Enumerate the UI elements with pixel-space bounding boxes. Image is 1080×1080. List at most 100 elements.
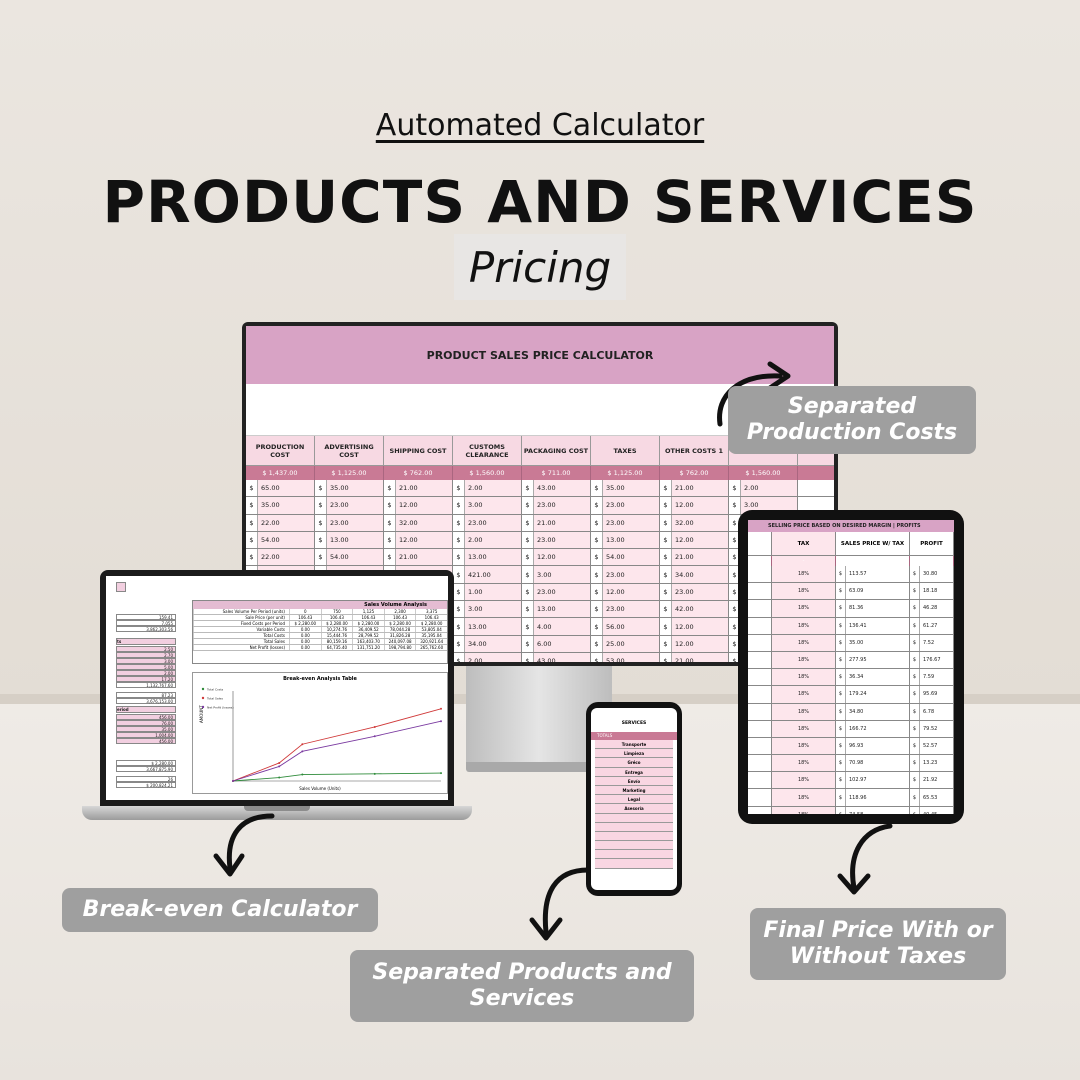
table-cell: $13.00 [453,618,522,635]
table-row: 18%$102.97$21.92 [748,772,954,790]
table-cell: $35.00 [591,480,660,497]
currency-sign: $ [660,480,672,497]
tax-cell: 18% [772,566,836,583]
table-cell: Total Costs [193,633,289,638]
tablet-column-header: PROFIT [910,532,954,555]
table-cell: $ 2,280.00 [289,621,321,626]
currency-sign: $ [453,549,465,566]
tablet-screen: SELLING PRICE BASED ON DESIRED MARGIN | … [748,520,954,814]
profit-cell: $13.23 [910,755,954,772]
cell-value: 23.00 [675,587,694,596]
table-cell: $12.00 [660,618,729,635]
table-cell [748,806,772,814]
price-value: 113.57 [849,571,867,578]
summary-value: 87.23 [116,692,176,698]
currency-sign: $ [660,497,672,514]
price-cell: $70.98 [836,755,910,772]
table-row: 18%$36.34$7.59 [748,669,954,687]
data-point [301,773,304,776]
currency-sign: $ [660,601,672,618]
currency-sign: $ [910,806,920,814]
service-item [595,859,673,869]
profit-cell: $7.52 [910,634,954,651]
section-label: ts [116,638,176,645]
summary-value: 2.50 [116,646,176,652]
currency-sign: $ [836,651,846,669]
currency-sign: $ [591,549,603,566]
currency-sign: $ [910,686,920,703]
currency-sign: $ [910,755,920,772]
series-line [232,720,442,782]
currency-sign: $ [522,497,534,514]
data-point [278,776,281,779]
currency-sign: $ [660,566,672,583]
summary-value: 3.00 [116,658,176,664]
price-value: 35.00 [849,639,864,646]
table-cell: 131,751.20 [352,645,384,650]
series-line [232,772,442,782]
price-cell: $96.93 [836,737,910,755]
cell-value: 21.00 [675,553,694,562]
currency-sign: $ [660,531,672,549]
price-value: 74.58 [846,812,863,814]
data-point [301,743,304,746]
cell-value: 23.00 [537,501,556,510]
table-cell: $21.00 [522,514,591,531]
cell-value: 35.00 [330,484,349,493]
tax-cell: 18% [772,772,836,789]
data-point [301,750,304,753]
currency-sign: $ [522,652,534,662]
currency-sign: $ [910,669,920,686]
monitor-total-cell: $ 1,560.00 [453,466,522,480]
tax-cell: 18% [772,669,836,686]
price-cell: $277.95 [836,651,910,669]
legend-marker [201,705,205,709]
monitor-column-header: PACKAGING COST [522,436,591,465]
profit-cell: $61.27 [910,617,954,634]
currency-sign: $ [453,531,465,549]
legend-marker [201,687,205,691]
cell-value: 421.00 [468,570,491,579]
cell-value: 56.00 [606,622,625,631]
cell-value: 21.00 [399,553,418,562]
currency-sign: $ [246,480,258,497]
table-cell [748,600,772,617]
data-point [373,735,376,738]
currency-sign: $ [315,480,327,497]
cell-value: 21.00 [675,484,694,493]
currency-sign: $ [246,514,258,531]
service-item [595,813,673,823]
table-cell: $21.00 [384,480,453,497]
marker-box [116,582,126,592]
monitor-total-cell: $ 1,125.00 [315,466,384,480]
profit-value: 13.23 [923,760,938,767]
table-cell: $23.00 [522,531,591,549]
cell-value: 42.00 [675,605,694,614]
currency-sign: $ [591,531,603,549]
table-cell: $13.00 [591,531,660,549]
table-cell: $13.00 [453,549,522,566]
price-value: 277.95 [849,657,867,664]
table-cell: 1,125 [352,609,384,614]
table-cell: 240,097.08 [383,639,416,644]
table-cell: 198,794.80 [383,645,416,650]
table-cell: $23.00 [591,566,660,583]
tablet-column-header: SALES PRICE W/ TAX [836,532,910,555]
currency-sign: $ [591,566,603,583]
currency-sign: $ [910,634,920,651]
profit-cell: $18.18 [910,583,954,600]
price-cell: $118.96 [836,789,910,806]
cell-value: 22.00 [261,553,280,562]
cell-value: 2.00 [468,536,483,545]
table-cell [748,755,772,772]
price-cell: $35.00 [836,634,910,651]
table-cell: $3.00 [453,497,522,514]
table-cell: $21.00 [660,480,729,497]
summary-value: 76.00 [116,720,176,726]
currency-sign: $ [836,634,846,651]
table-cell: $23.00 [522,583,591,601]
currency-sign: $ [910,720,920,737]
currency-sign: $ [315,514,327,531]
